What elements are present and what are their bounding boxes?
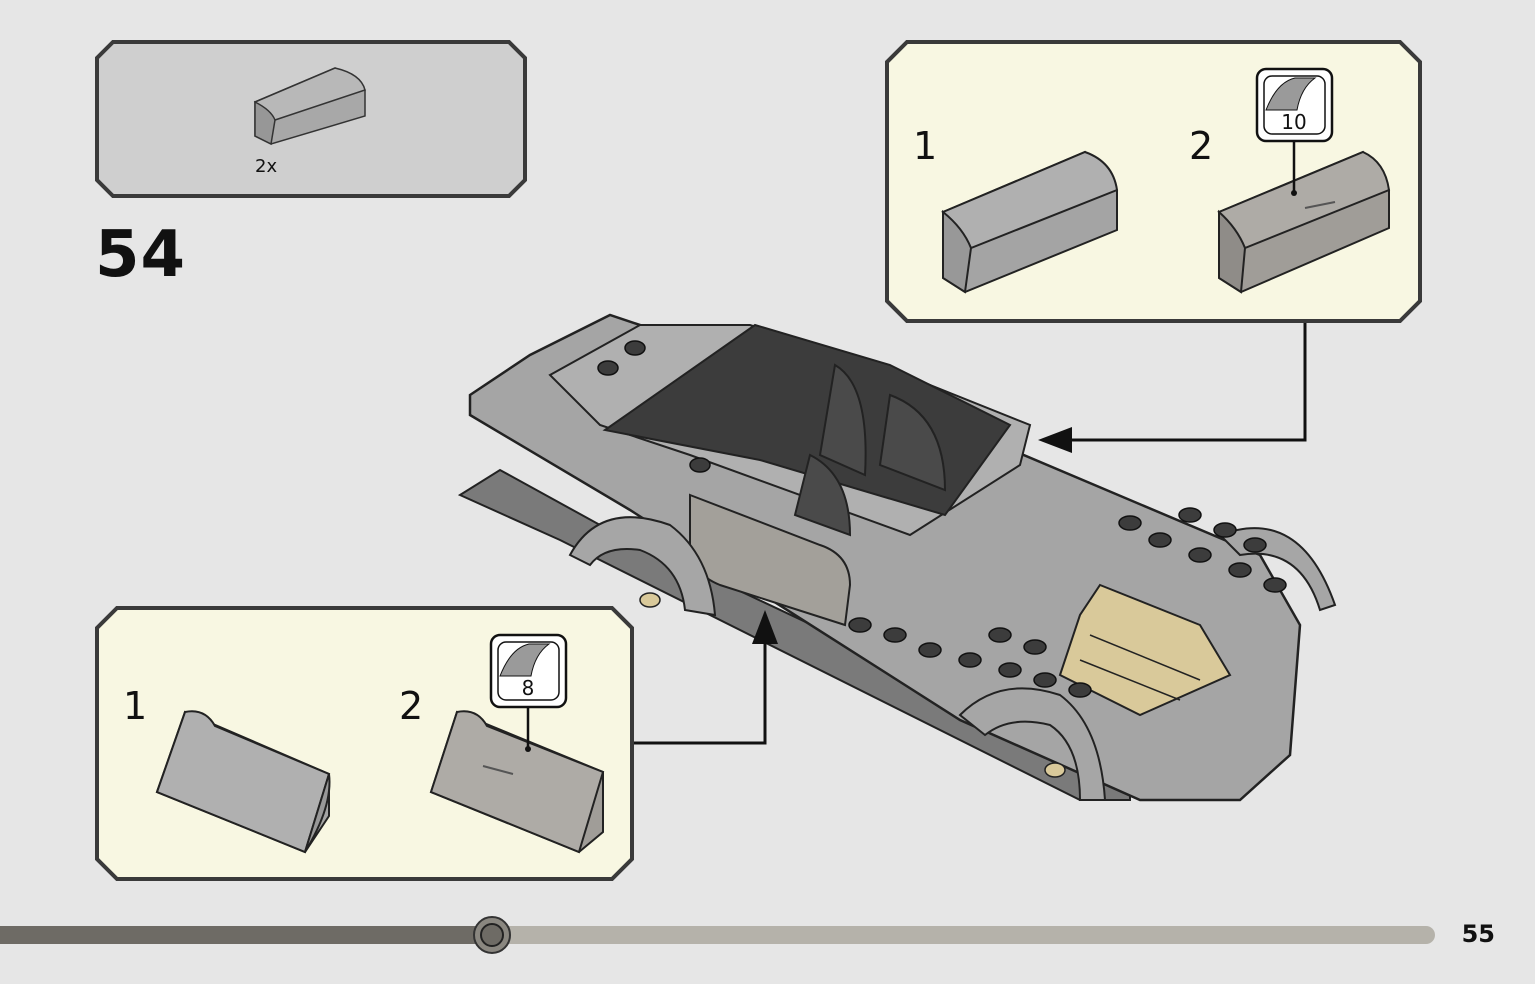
progress-knob-icon — [473, 916, 511, 954]
stickered-curved-slope-icon — [1217, 150, 1391, 294]
substep-1-label: 1 — [123, 684, 148, 728]
arrowhead-left-icon — [1038, 427, 1072, 453]
stud-icons — [597, 340, 1287, 698]
arrow-to-model-top — [1060, 323, 1307, 442]
part-quantity: 2x — [255, 156, 278, 177]
stickered-curved-slope-icon — [429, 710, 605, 854]
curved-slope-brick-icon — [941, 150, 1119, 294]
sticker-number: 10 — [1281, 110, 1307, 134]
substep-2-label: 2 — [399, 684, 424, 728]
sticker-callout — [489, 633, 568, 752]
arrow-to-model-bottom — [634, 632, 767, 745]
callout-frame-top — [885, 40, 1422, 323]
page-number: 55 — [1461, 920, 1495, 948]
curved-slope-brick-icon — [253, 67, 366, 146]
substep-1-label: 1 — [913, 124, 938, 168]
substep-2-label: 2 — [1189, 124, 1214, 168]
progress-fill — [0, 926, 492, 944]
parts-list-frame — [95, 40, 527, 198]
subassembly-callout-bottom: 1 2 8 — [95, 606, 634, 881]
arrowhead-up-icon — [752, 610, 778, 644]
step-number: 54 — [95, 218, 187, 292]
axle-pin-icons — [639, 592, 1066, 778]
sticker-number: 8 — [521, 676, 535, 700]
subassembly-callout-top: 1 2 10 — [885, 40, 1422, 323]
sticker-callout — [1255, 67, 1334, 196]
parts-list-panel: 2x — [95, 40, 527, 198]
callout-frame-bottom — [95, 606, 634, 881]
car-model-illustration — [457, 313, 1337, 802]
curved-slope-brick-icon — [155, 710, 331, 854]
